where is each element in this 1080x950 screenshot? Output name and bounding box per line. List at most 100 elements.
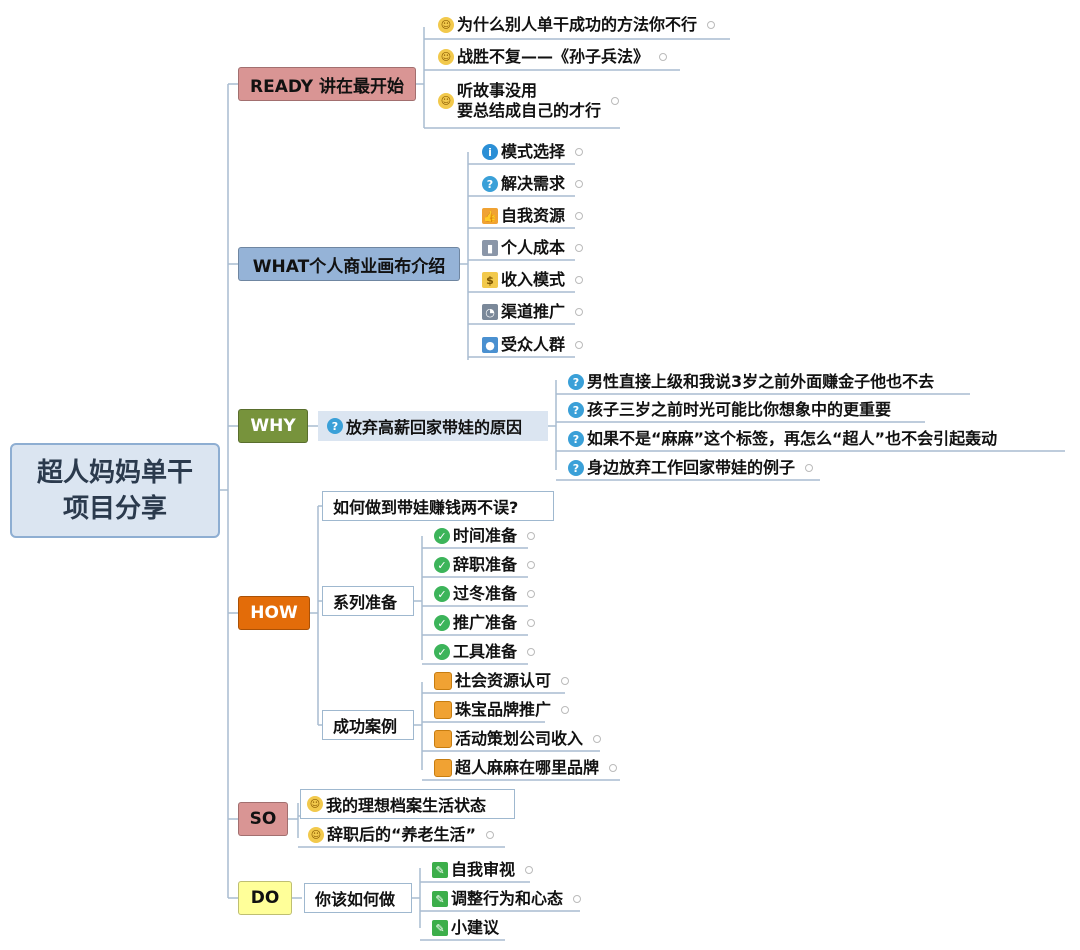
branch-how-label: HOW bbox=[250, 603, 298, 623]
ready-item-3-line1: 听故事没用 bbox=[457, 81, 538, 100]
check-icon: ✓ bbox=[434, 528, 450, 544]
root-title-line1: 超人妈妈单干 bbox=[36, 457, 193, 488]
question-icon: ? bbox=[568, 374, 584, 390]
note-icon bbox=[434, 672, 452, 690]
collapse-dot[interactable] bbox=[527, 590, 536, 598]
collapse-dot[interactable] bbox=[707, 21, 716, 29]
collapse-dot[interactable] bbox=[561, 706, 570, 714]
why-subtopic[interactable]: ? 放弃高薪回家带娃的原因 bbox=[318, 411, 548, 441]
do-item-1[interactable]: ✎ 自我审视 bbox=[428, 857, 534, 883]
note-icon bbox=[434, 759, 452, 777]
ready-item-2[interactable]: ☺ 战胜不复——《孙子兵法》 bbox=[434, 44, 668, 70]
branch-what[interactable]: WHAT个人商业画布介绍 bbox=[238, 247, 460, 281]
collapse-dot[interactable] bbox=[527, 648, 536, 656]
what-item-4[interactable]: ▮ 个人成本 bbox=[478, 235, 584, 261]
what-item-5[interactable]: $ 收入模式 bbox=[478, 267, 584, 293]
how-prep-3[interactable]: ✓ 过冬准备 bbox=[430, 581, 536, 607]
branch-do-label: DO bbox=[250, 888, 280, 908]
note-icon bbox=[434, 701, 452, 719]
collapse-dot[interactable] bbox=[573, 895, 582, 903]
how-case-1[interactable]: 社会资源认可 bbox=[430, 668, 570, 694]
check-icon: ✓ bbox=[434, 586, 450, 602]
what-item-7[interactable]: ● 受众人群 bbox=[478, 332, 584, 358]
what-item-3[interactable]: 👍 自我资源 bbox=[478, 203, 584, 229]
root-topic[interactable]: 超人妈妈单干 项目分享 bbox=[10, 443, 220, 538]
do-item-3[interactable]: ✎ 小建议 bbox=[428, 915, 499, 941]
collapse-dot[interactable] bbox=[609, 764, 618, 772]
so-item-2[interactable]: ☺ 辞职后的“养老生活” bbox=[304, 822, 495, 848]
collapse-dot[interactable] bbox=[593, 735, 602, 743]
smile-icon: ☺ bbox=[307, 796, 323, 812]
pencil-icon: ✎ bbox=[432, 920, 448, 936]
how-case-3[interactable]: 活动策划公司收入 bbox=[430, 726, 602, 752]
why-item-2[interactable]: ? 孩子三岁之前时光可能比你想象中的更重要 bbox=[564, 397, 891, 423]
collapse-dot[interactable] bbox=[525, 866, 534, 874]
smile-icon: ☺ bbox=[438, 49, 454, 65]
collapse-dot[interactable] bbox=[561, 677, 570, 685]
how-case-4[interactable]: 超人麻麻在哪里品牌 bbox=[430, 755, 618, 781]
check-icon: ✓ bbox=[434, 557, 450, 573]
ready-item-1[interactable]: ☺ 为什么别人单干成功的方法你不行 bbox=[434, 12, 716, 38]
ready-item-3-line2: 要总结成自己的才行 bbox=[457, 101, 602, 120]
collapse-dot[interactable] bbox=[486, 831, 495, 839]
collapse-dot[interactable] bbox=[527, 561, 536, 569]
why-item-3[interactable]: ? 如果不是“麻麻”这个标签，再怎么“超人”也不会引起轰动 bbox=[564, 426, 997, 452]
branch-ready[interactable]: READY 讲在最开始 bbox=[238, 67, 416, 101]
collapse-dot[interactable] bbox=[527, 619, 536, 627]
how-case-2[interactable]: 珠宝品牌推广 bbox=[430, 697, 570, 723]
what-item-6[interactable]: ◔ 渠道推广 bbox=[478, 299, 584, 325]
check-icon: ✓ bbox=[434, 615, 450, 631]
how-prep-4[interactable]: ✓ 推广准备 bbox=[430, 610, 536, 636]
do-item-2[interactable]: ✎ 调整行为和心态 bbox=[428, 886, 582, 912]
how-prep-2[interactable]: ✓ 辞职准备 bbox=[430, 552, 536, 578]
check-icon: ✓ bbox=[434, 644, 450, 660]
question-icon: ? bbox=[568, 431, 584, 447]
collapse-dot[interactable] bbox=[611, 97, 620, 105]
so-item-1[interactable]: ☺ 我的理想档案生活状态 bbox=[300, 789, 515, 819]
branch-why[interactable]: WHY bbox=[238, 409, 308, 443]
collapse-dot[interactable] bbox=[575, 148, 584, 156]
how-prep-5[interactable]: ✓ 工具准备 bbox=[430, 639, 536, 665]
what-item-1[interactable]: i 模式选择 bbox=[478, 139, 584, 165]
question-icon: ? bbox=[568, 402, 584, 418]
collapse-dot[interactable] bbox=[575, 212, 584, 220]
money-icon: $ bbox=[482, 272, 498, 288]
question-icon: ? bbox=[568, 460, 584, 476]
collapse-dot[interactable] bbox=[805, 464, 814, 472]
how-prep-1[interactable]: ✓ 时间准备 bbox=[430, 523, 536, 549]
branch-so[interactable]: SO bbox=[238, 802, 288, 836]
do-subtopic[interactable]: 你该如何做 bbox=[304, 883, 412, 913]
collapse-dot[interactable] bbox=[575, 180, 584, 188]
branch-so-label: SO bbox=[249, 809, 277, 829]
collapse-dot[interactable] bbox=[575, 276, 584, 284]
thumbs-up-icon: 👍 bbox=[482, 208, 498, 224]
how-subtopic-2[interactable]: 系列准备 bbox=[322, 586, 414, 616]
why-item-1[interactable]: ? 男性直接上级和我说3岁之前外面赚金子他也不去 bbox=[564, 369, 934, 395]
why-item-4[interactable]: ? 身边放弃工作回家带娃的例子 bbox=[564, 455, 814, 481]
smile-icon: ☺ bbox=[438, 17, 454, 33]
info-icon: i bbox=[482, 144, 498, 160]
question-icon: ? bbox=[327, 418, 343, 434]
what-item-2[interactable]: ? 解决需求 bbox=[478, 171, 584, 197]
branch-why-label: WHY bbox=[250, 416, 296, 436]
people-icon: ● bbox=[482, 337, 498, 353]
pencil-icon: ✎ bbox=[432, 862, 448, 878]
collapse-dot[interactable] bbox=[659, 53, 668, 61]
smile-icon: ☺ bbox=[438, 93, 454, 109]
ready-item-3[interactable]: ☺ 听故事没用要总结成自己的才行 bbox=[434, 78, 620, 124]
collapse-dot[interactable] bbox=[575, 341, 584, 349]
collapse-dot[interactable] bbox=[575, 244, 584, 252]
question-icon: ? bbox=[482, 176, 498, 192]
collapse-dot[interactable] bbox=[527, 532, 536, 540]
branch-do[interactable]: DO bbox=[238, 881, 292, 915]
branch-what-label: WHAT个人商业画布介绍 bbox=[252, 256, 446, 277]
how-subtopic-3[interactable]: 成功案例 bbox=[322, 710, 414, 740]
bar-chart-icon: ▮ bbox=[482, 240, 498, 256]
smile-icon: ☺ bbox=[308, 827, 324, 843]
channel-icon: ◔ bbox=[482, 304, 498, 320]
branch-ready-label: READY 讲在最开始 bbox=[250, 76, 404, 97]
collapse-dot[interactable] bbox=[575, 308, 584, 316]
how-subtopic-1[interactable]: 如何做到带娃赚钱两不误? bbox=[322, 491, 554, 521]
branch-how[interactable]: HOW bbox=[238, 596, 310, 630]
